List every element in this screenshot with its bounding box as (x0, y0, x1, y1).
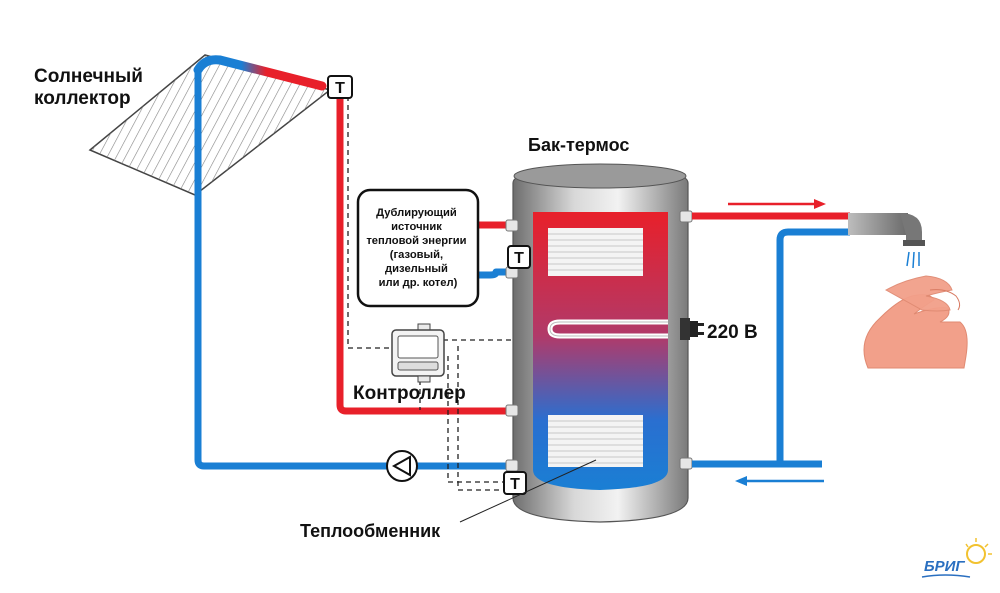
voltage-label: 220 В (707, 322, 758, 343)
power-plug-icon (680, 318, 704, 340)
sensor-label: T (514, 250, 524, 267)
exchanger-leader-line (459, 459, 597, 523)
backup-label-line: или др. котел) (379, 277, 458, 289)
backup-label-line: дизельный (385, 263, 448, 275)
collector-label-line1: Солнечный (34, 66, 143, 87)
flow-arrow-cold-icon (735, 476, 824, 486)
temperature-sensor-lower: T (503, 471, 527, 495)
sensor-label: T (335, 80, 345, 97)
collector-pipes (193, 55, 512, 470)
logo-text: БРИГ (924, 558, 965, 575)
faucet-icon (848, 213, 925, 269)
backup-label-line: тепловой энергии (366, 235, 466, 247)
consumer-pipes (692, 212, 850, 468)
controller-device (391, 323, 445, 383)
washing-hands-icon (863, 275, 968, 369)
flow-arrow-hot-icon (728, 199, 826, 209)
circulation-pump-icon (386, 450, 418, 482)
electric-heater (547, 319, 668, 339)
backup-heat-source (356, 188, 480, 308)
temperature-sensor-upper: T (507, 245, 531, 269)
backup-label: Дублирующий источник тепловой энергии (г… (366, 207, 469, 289)
brig-logo: БРИГ (921, 538, 992, 578)
backup-label-line: (газовый, (390, 249, 443, 261)
sensor-label: T (510, 476, 520, 493)
tank-label: Бак-термос (528, 135, 629, 155)
upper-coil (548, 228, 643, 276)
controller-label: Контроллер (353, 383, 466, 404)
collector-label-line2: коллектор (34, 88, 131, 109)
backup-label-line: источник (391, 221, 442, 233)
lower-coil (548, 415, 643, 467)
temperature-sensor-collector: T (327, 75, 353, 99)
storage-tank (505, 163, 693, 523)
exchanger-label: Теплообменник (300, 521, 441, 541)
backup-label-line: Дублирующий (376, 207, 457, 219)
